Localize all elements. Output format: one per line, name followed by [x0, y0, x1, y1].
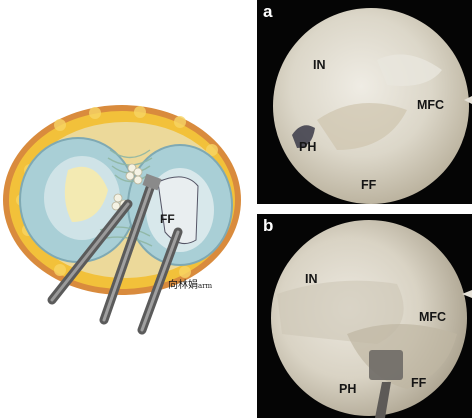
label-mfc: MFC	[417, 98, 445, 112]
knee-illustration-drawing	[3, 105, 241, 335]
arthroscopic-instruments	[47, 173, 183, 335]
label-mfc: MFC	[419, 310, 447, 324]
loose-bodies	[111, 163, 143, 211]
artist-signature: 向林娟arm	[168, 279, 212, 293]
signature-suffix: arm	[198, 282, 213, 290]
label-in: IN	[313, 58, 326, 72]
label-flap-fragment: FF	[160, 212, 175, 226]
label-ff: FF	[361, 178, 377, 192]
scope-image-a	[273, 8, 472, 204]
knee-illustration: FF 向林娟arm	[3, 105, 241, 335]
scope-image-b	[271, 220, 472, 418]
label-ph: PH	[299, 140, 317, 154]
lateral-articular-surface	[64, 166, 108, 222]
arthroscopic-view-a: a IN MFC PH FF	[257, 0, 472, 204]
label-ph: PH	[339, 382, 357, 396]
label-ff: FF	[411, 376, 427, 390]
label-in: IN	[305, 272, 318, 286]
arthroscopic-view-b: b IN MFC PH FF	[257, 214, 472, 418]
signature-text: 向林娟	[168, 280, 198, 291]
panel-letter-b: b	[263, 216, 274, 235]
panel-letter-a: a	[263, 2, 273, 21]
